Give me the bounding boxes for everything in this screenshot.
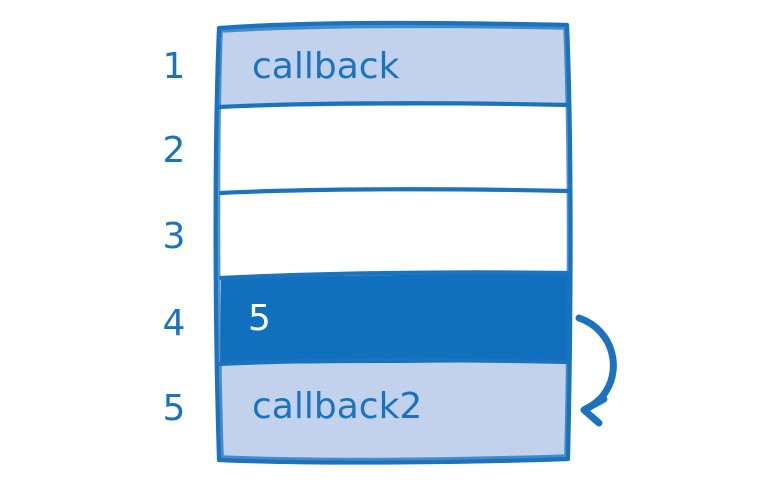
stack-outline [213, 20, 573, 465]
row-4-fill [220, 272, 569, 364]
divider-3-4 [218, 270, 572, 281]
row-index-2: 2 [163, 130, 186, 171]
row-index-3: 3 [163, 216, 186, 257]
row-1-label: callback [252, 46, 400, 87]
row-3-fill [221, 191, 569, 278]
curved-arrow-head [580, 395, 608, 427]
divider-1-2 [217, 101, 572, 110]
row-index-column: 1 2 3 4 5 [163, 46, 186, 429]
curved-arrow [575, 314, 617, 427]
divider-2-3 [218, 187, 572, 196]
row-1-fill [219, 25, 569, 107]
row-2-fill [220, 105, 569, 193]
row-5-label: callback2 [252, 386, 422, 427]
curved-arrow-shaft [575, 314, 617, 413]
divider-4-5 [217, 358, 572, 367]
row-fills [219, 25, 569, 461]
row-4-label: 5 [248, 298, 271, 339]
row-dividers [217, 101, 572, 367]
row-index-1: 1 [163, 46, 186, 87]
row-index-5: 5 [163, 388, 186, 429]
cell-labels: callback 5 callback2 [248, 46, 422, 427]
row-index-4: 4 [163, 303, 186, 344]
row-5-fill [219, 362, 569, 461]
